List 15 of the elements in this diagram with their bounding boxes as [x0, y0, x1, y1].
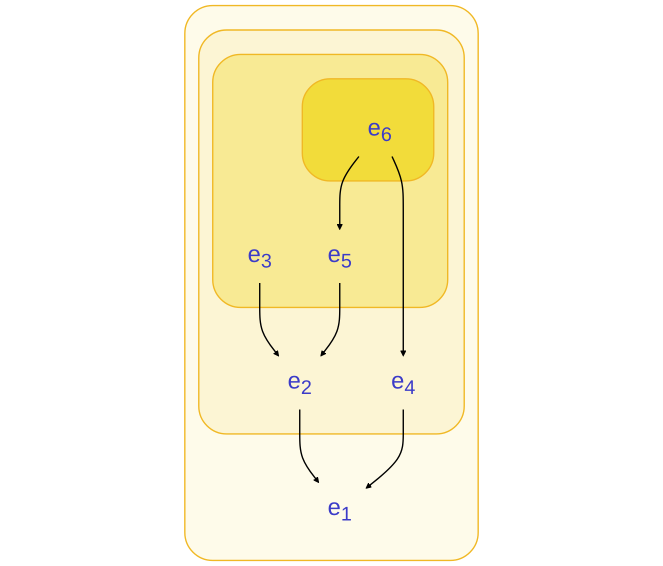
node-text: e$_{2}$	[288, 367, 312, 399]
arrow	[391, 156, 406, 357]
node-text: e$_{5}$	[328, 240, 352, 272]
node-text: e$_{3}$	[248, 240, 272, 272]
node-text: e$_{6}$	[368, 114, 392, 146]
cluster	[302, 78, 434, 182]
cluster	[212, 54, 448, 308]
arrow	[299, 410, 320, 484]
node-text: e$_{1}$	[328, 494, 352, 526]
arrow	[259, 283, 280, 357]
node-text: e$_{4}$	[391, 367, 416, 399]
arrow	[320, 283, 340, 357]
cluster	[198, 29, 465, 435]
arrow	[366, 410, 404, 489]
arrow	[336, 156, 360, 230]
